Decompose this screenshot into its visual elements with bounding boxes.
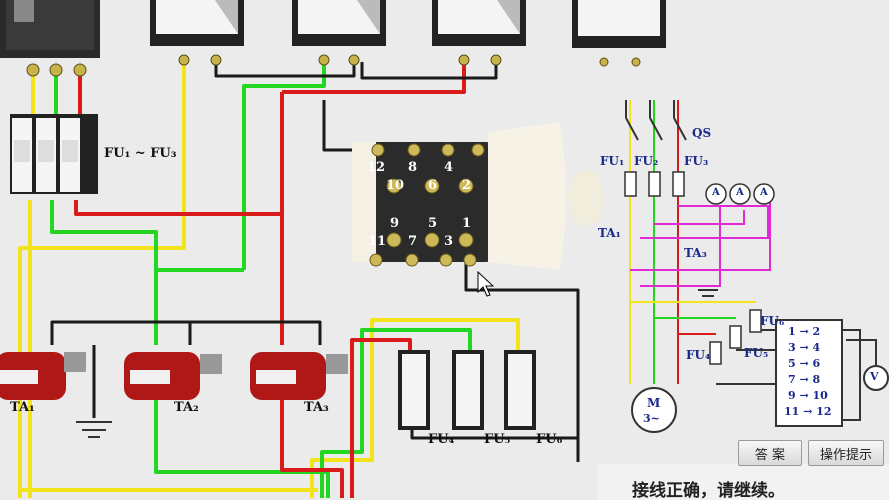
rotary-selector-switch[interactable] [352, 122, 604, 270]
motor-sub-label: 3~ [643, 412, 660, 425]
mouse-cursor [477, 270, 495, 297]
switch-row-5: 9 → 10 [788, 389, 828, 402]
switch-digit: 1 [462, 216, 472, 231]
ammeter-panel-3 [432, 0, 526, 46]
schematic-label-fu4: FU₄ [686, 348, 711, 362]
fuse-block-fu1-fu3[interactable] [10, 114, 98, 194]
switch-digit: 12 [367, 160, 386, 175]
current-transformer-ta3[interactable] [250, 352, 348, 400]
switch-digit: 10 [386, 178, 405, 193]
schematic-motor [631, 387, 677, 433]
switch-digit: 11 [368, 234, 387, 249]
label-ta1: TA₁ [10, 400, 35, 415]
operation-hint-button[interactable]: 操作提示 [808, 440, 884, 466]
switch-digit: 3 [444, 234, 454, 249]
label-fu1-fu3: FU₁ ~ FU₃ [104, 146, 177, 161]
ammeter-panel-1 [150, 0, 244, 46]
switch-row-6: 11 → 12 [784, 405, 832, 418]
voltmeter-panel [572, 0, 666, 48]
switch-row-3: 5 → 6 [788, 357, 821, 370]
status-message: 接线正确，请继续。 [632, 481, 785, 500]
wires [18, 60, 580, 498]
meter-terminals[interactable] [26, 54, 641, 77]
schematic-label-ta1: TA₁ [598, 226, 621, 240]
schematic-label-fu3: FU₃ [684, 154, 709, 168]
breaker-switch[interactable] [0, 0, 100, 58]
ammeter-a3: A [760, 187, 768, 198]
schematic-ground [698, 289, 718, 297]
motor-label: M [647, 396, 661, 410]
schematic-label-fu5: FU₅ [744, 346, 769, 360]
switch-digit: 6 [428, 178, 438, 193]
fuse-fu6[interactable] [504, 350, 536, 430]
label-fu6: FU₆ [536, 432, 563, 447]
label-ta3: TA₃ [304, 400, 329, 415]
fuse-fu4[interactable] [398, 350, 430, 430]
schematic-label-fu6: FU₆ [760, 314, 785, 328]
switch-digit: 5 [428, 216, 438, 231]
schematic-wires [629, 100, 877, 421]
ammeter-a2: A [736, 187, 744, 198]
current-transformer-ta1[interactable] [0, 352, 86, 400]
schematic-voltmeter [863, 365, 889, 391]
schematic-ammeters [705, 183, 775, 205]
ammeter-panel-2 [292, 0, 386, 46]
switch-digit: 4 [444, 160, 454, 175]
answer-button[interactable]: 答 案 [738, 440, 802, 466]
label-fu4: FU₄ [428, 432, 455, 447]
label-ta2: TA₂ [174, 400, 199, 415]
schematic-label-fu2: FU₂ [634, 154, 659, 168]
ammeter-a1: A [712, 187, 720, 198]
switch-digit: 9 [390, 216, 400, 231]
schematic-switch-box [775, 319, 843, 427]
schematic-label-qs: QS [692, 126, 712, 140]
schematic-fuses [624, 171, 762, 365]
switch-row-1: 1 → 2 [788, 325, 821, 338]
switch-row-2: 3 → 4 [788, 341, 821, 354]
schematic-label-ta3: TA₃ [684, 246, 707, 260]
current-transformer-ta2[interactable] [124, 352, 222, 400]
switch-row-4: 7 → 8 [788, 373, 821, 386]
schematic-label-fu1: FU₁ [600, 154, 625, 168]
label-fu5: FU₅ [484, 432, 511, 447]
ground-symbol [76, 421, 112, 438]
schematic-qs-switch[interactable] [625, 100, 687, 141]
status-bar-bg [598, 464, 889, 500]
switch-digit: 2 [462, 178, 472, 193]
voltmeter-label: V [870, 370, 879, 383]
fuse-fu5[interactable] [452, 350, 484, 430]
switch-digit: 8 [408, 160, 418, 175]
switch-digit: 7 [408, 234, 418, 249]
